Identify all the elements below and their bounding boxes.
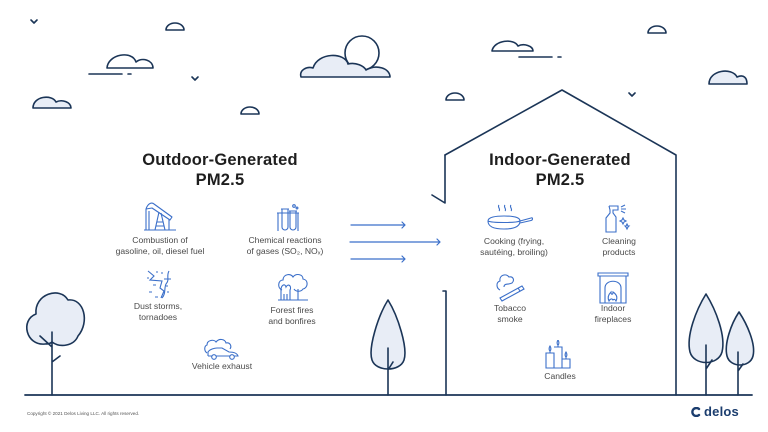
tornado-icon bbox=[147, 270, 171, 299]
forest-fire-icon bbox=[278, 274, 308, 301]
cloud-icon bbox=[32, 96, 72, 109]
indoor-heading: Indoor-Generated PM2.5 bbox=[460, 150, 660, 190]
cloud-icon bbox=[491, 40, 562, 58]
source-label: Tobacco smoke bbox=[493, 303, 526, 324]
source-label: Forest fires and bonfires bbox=[268, 305, 316, 326]
outdoor-title-line1: Outdoor-Generated bbox=[142, 151, 298, 169]
delos-logo-icon bbox=[691, 406, 701, 417]
fireplace-icon bbox=[597, 272, 629, 304]
brand-name: delos bbox=[704, 404, 739, 419]
bird-icon bbox=[191, 76, 199, 81]
indoor-title-line2: PM2.5 bbox=[535, 171, 585, 189]
car-exhaust-icon bbox=[204, 338, 239, 360]
cigarette-smoke-icon bbox=[496, 274, 525, 302]
bird-icon bbox=[30, 19, 38, 24]
cloud-icon bbox=[88, 54, 154, 75]
house-outline bbox=[431, 89, 677, 396]
frying-pan-icon bbox=[487, 204, 534, 230]
cloud-icon bbox=[708, 70, 748, 85]
sun-cloud-icon bbox=[299, 35, 391, 78]
tree-icon bbox=[688, 293, 724, 396]
source-label: Vehicle exhaust bbox=[191, 361, 253, 371]
arrows bbox=[349, 221, 441, 263]
test-tubes-icon bbox=[277, 204, 299, 231]
source-label: Indoor fireplaces bbox=[594, 303, 632, 324]
tree-icon bbox=[370, 299, 406, 396]
tree-icon bbox=[26, 292, 86, 396]
source-label: Chemical reactions of gases (SO₂, NOₓ) bbox=[246, 235, 324, 256]
brand-logo: delos bbox=[690, 404, 739, 419]
outdoor-title-line2: PM2.5 bbox=[195, 171, 245, 189]
spray-bottle-icon bbox=[605, 204, 631, 233]
source-label: Cooking (frying, sautéing, broiling) bbox=[480, 236, 548, 257]
source-label: Candles bbox=[544, 371, 576, 381]
outdoor-heading: Outdoor-Generated PM2.5 bbox=[120, 150, 320, 190]
source-label: Combustion of gasoline, oil, diesel fuel bbox=[115, 235, 205, 256]
bird-icon bbox=[628, 92, 636, 97]
cloud-icon bbox=[165, 22, 185, 31]
tree-icon bbox=[725, 311, 755, 396]
cloud-icon bbox=[445, 92, 465, 101]
cloud-icon bbox=[240, 106, 260, 115]
copyright-text: Copyright © 2021 Delos Living LLC. All r… bbox=[27, 411, 140, 416]
cloud-icon bbox=[647, 25, 667, 34]
oil-pump-icon bbox=[144, 202, 176, 231]
candles-icon bbox=[545, 340, 571, 369]
source-label: Dust storms, tornadoes bbox=[133, 301, 183, 322]
source-label: Cleaning products bbox=[602, 236, 636, 257]
indoor-title-line1: Indoor-Generated bbox=[489, 151, 631, 169]
